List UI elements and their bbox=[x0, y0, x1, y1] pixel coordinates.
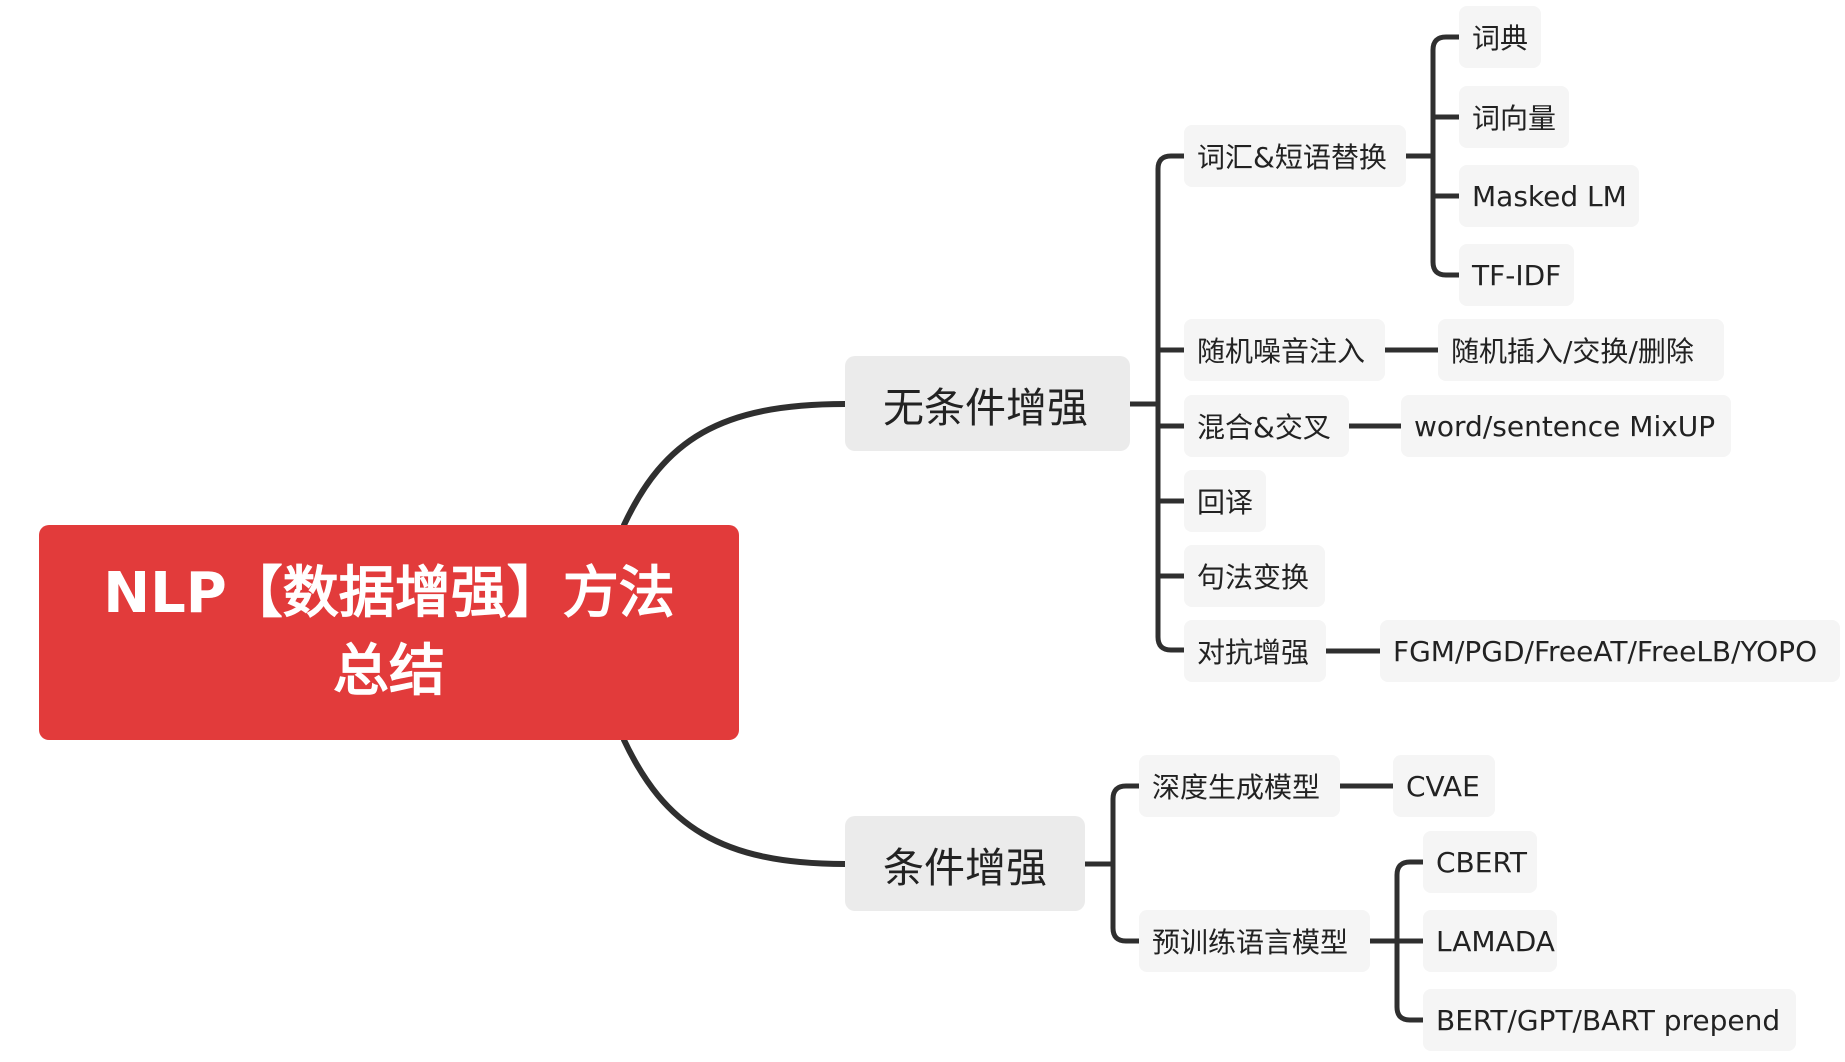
topic-syntactic-transform[interactable]: 句法变换 bbox=[1184, 545, 1325, 607]
link-unconditional-spine bbox=[1127, 153, 1187, 653]
topic-noise-injection[interactable]: 随机噪音注入 bbox=[1184, 319, 1385, 381]
leaf-masked-lm[interactable]: Masked LM bbox=[1459, 165, 1639, 227]
link-root-conditional bbox=[621, 737, 848, 867]
leaf-lamada[interactable]: LAMADA bbox=[1423, 910, 1557, 972]
topic-back-translation[interactable]: 回译 bbox=[1184, 470, 1266, 532]
leaf-adversarial-methods[interactable]: FGM/PGD/FreeAT/FreeLB/YOPO bbox=[1380, 620, 1840, 682]
topic-deep-generative[interactable]: 深度生成模型 bbox=[1139, 755, 1340, 817]
link-lexical-children bbox=[1403, 34, 1462, 278]
leaf-tf-idf[interactable]: TF-IDF bbox=[1459, 244, 1574, 306]
leaf-word-vectors[interactable]: 词向量 bbox=[1459, 86, 1569, 148]
topic-mix-crossover[interactable]: 混合&交叉 bbox=[1184, 395, 1349, 457]
topic-pretrained-lm[interactable]: 预训练语言模型 bbox=[1139, 910, 1370, 972]
branch-conditional[interactable]: 条件增强 bbox=[845, 816, 1085, 911]
branch-unconditional[interactable]: 无条件增强 bbox=[845, 356, 1130, 451]
topic-adversarial[interactable]: 对抗增强 bbox=[1184, 620, 1326, 682]
link-pretrained-children bbox=[1367, 859, 1426, 1023]
leaf-cvae[interactable]: CVAE bbox=[1393, 755, 1495, 817]
leaf-cbert[interactable]: CBERT bbox=[1423, 831, 1537, 893]
leaf-prepend[interactable]: BERT/GPT/BART prepend bbox=[1423, 989, 1796, 1051]
leaf-random-ops[interactable]: 随机插入/交换/删除 bbox=[1438, 319, 1724, 381]
leaf-mixup[interactable]: word/sentence MixUP bbox=[1401, 395, 1731, 457]
link-root-unconditional bbox=[621, 401, 848, 528]
leaf-dictionary[interactable]: 词典 bbox=[1459, 6, 1541, 68]
root-topic[interactable]: NLP【数据增强】方法总结 bbox=[39, 525, 739, 740]
topic-lexical-replacement[interactable]: 词汇&短语替换 bbox=[1184, 125, 1406, 187]
link-conditional-spine bbox=[1082, 783, 1142, 944]
